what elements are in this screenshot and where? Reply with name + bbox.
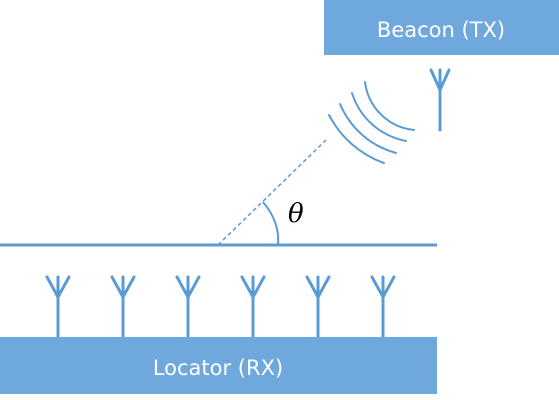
locator-antenna-icon — [110, 275, 136, 339]
locator-antenna-icon — [370, 275, 396, 339]
locator-antenna-icon — [305, 275, 331, 339]
angle-label: θ — [288, 199, 304, 229]
locator-box — [0, 337, 437, 394]
locator-antenna-array — [45, 275, 396, 339]
locator-antenna-icon — [175, 275, 201, 339]
line-of-sight — [217, 139, 327, 246]
beacon-box — [324, 0, 559, 55]
locator-label: Locator (RX) — [153, 356, 283, 380]
locator-antenna-icon — [45, 275, 71, 339]
locator-antenna-icon — [240, 275, 266, 339]
angle-arc — [262, 201, 280, 246]
locator: Locator (RX) — [0, 337, 437, 394]
radio-waves-icon — [328, 81, 415, 164]
beacon: Beacon (TX) — [324, 0, 559, 55]
beacon-label: Beacon (TX) — [377, 18, 505, 42]
beacon-antenna-icon — [429, 68, 451, 132]
